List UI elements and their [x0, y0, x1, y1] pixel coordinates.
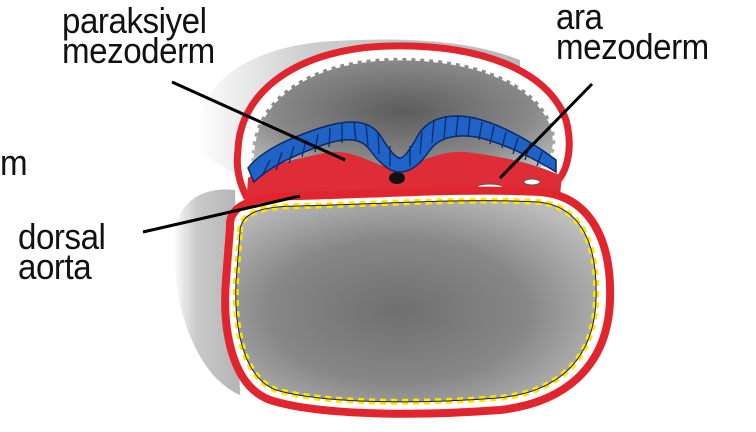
label-left-fragment-text: m: [0, 148, 27, 178]
vessel-right-small: [524, 179, 540, 185]
label-paraxial-mesoderm: paraksiyel mezoderm: [62, 6, 215, 66]
label-dorsal-aorta: dorsal aorta: [18, 222, 105, 282]
label-intermediate-line2: mezoderm: [556, 32, 709, 62]
notochord: [389, 172, 405, 184]
label-paraxial-line2: mezoderm: [62, 36, 215, 66]
yolk-endoderm: [236, 201, 596, 402]
label-intermediate-mesoderm: ara mezoderm: [556, 2, 709, 62]
label-left-fragment: m: [0, 148, 27, 178]
